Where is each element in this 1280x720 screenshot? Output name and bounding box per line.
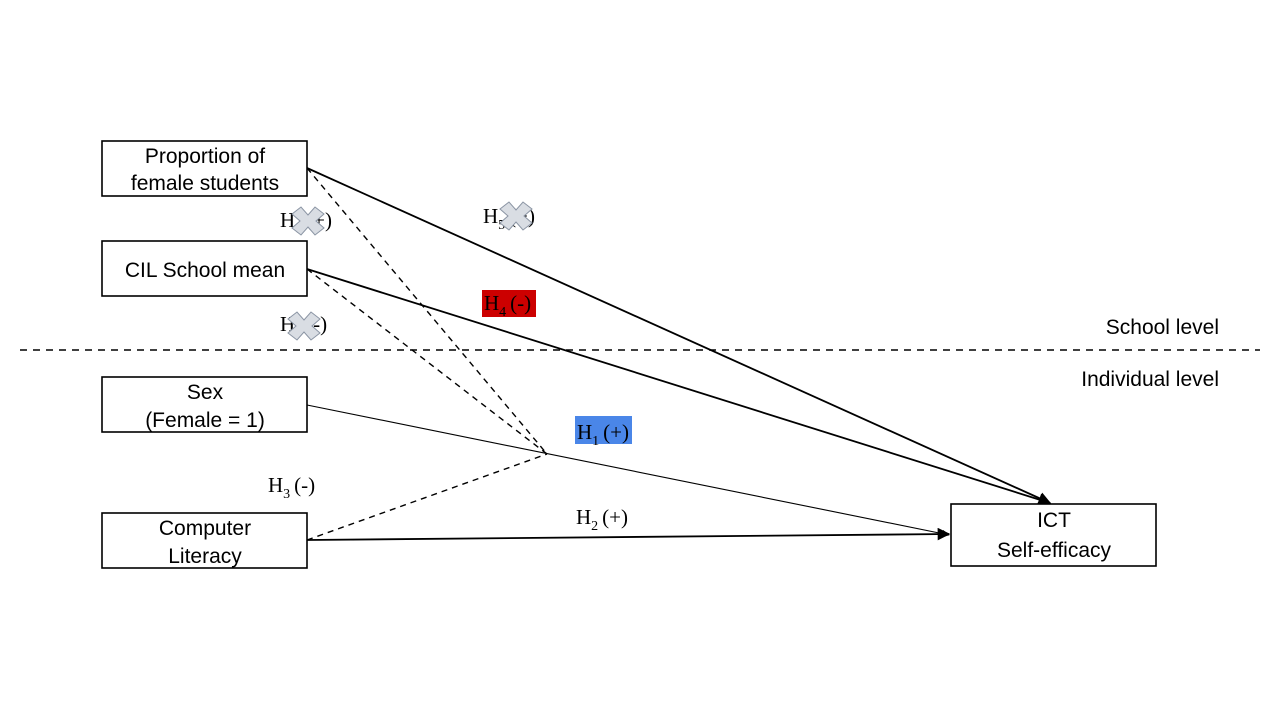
moderation-literacy [306, 453, 548, 541]
box-sex-line2: (Female = 1) [145, 409, 265, 432]
h3-label: H3(-) [268, 473, 315, 502]
h1-label: H1(+) [577, 420, 629, 449]
box-ict-self-efficacy: ICT Self-efficacy [950, 503, 1157, 567]
box-computer-literacy-line2: Literacy [168, 545, 242, 568]
individual-level-label: Individual level [1081, 368, 1219, 391]
box-computer-literacy: Computer Literacy [101, 512, 308, 569]
box-sex-line1: Sex [187, 381, 224, 404]
h4-label: H4(-) [484, 291, 531, 320]
box-cil-school-mean-label: CIL School mean [125, 259, 285, 282]
path-sex-to-ict [306, 404, 950, 538]
path-literacy-to-ict [306, 527, 951, 541]
school-level-label: School level [1106, 316, 1219, 339]
box-proportion-female: Proportion of female students [101, 140, 308, 197]
box-sex: Sex (Female = 1) [101, 376, 308, 433]
box-cil-school-mean: CIL School mean [101, 240, 308, 297]
h2-label: H2(+) [576, 505, 628, 534]
box-computer-literacy-line1: Computer [159, 517, 251, 540]
h7-rejected-cross-icon [287, 311, 321, 341]
path-proportion-to-ict [306, 167, 1052, 505]
path-cil-to-ict [306, 268, 1052, 506]
box-proportion-female-line1: Proportion of [145, 145, 265, 168]
h6-rejected-cross-icon [291, 206, 325, 236]
moderation-proportion [306, 167, 548, 455]
box-ict-line2: Self-efficacy [997, 539, 1111, 562]
h4-highlight [482, 290, 536, 317]
h1-highlight [575, 416, 632, 444]
h5-rejected-cross-icon [499, 201, 533, 231]
box-ict-line1: ICT [1037, 509, 1071, 532]
box-proportion-female-line2: female students [131, 172, 279, 195]
